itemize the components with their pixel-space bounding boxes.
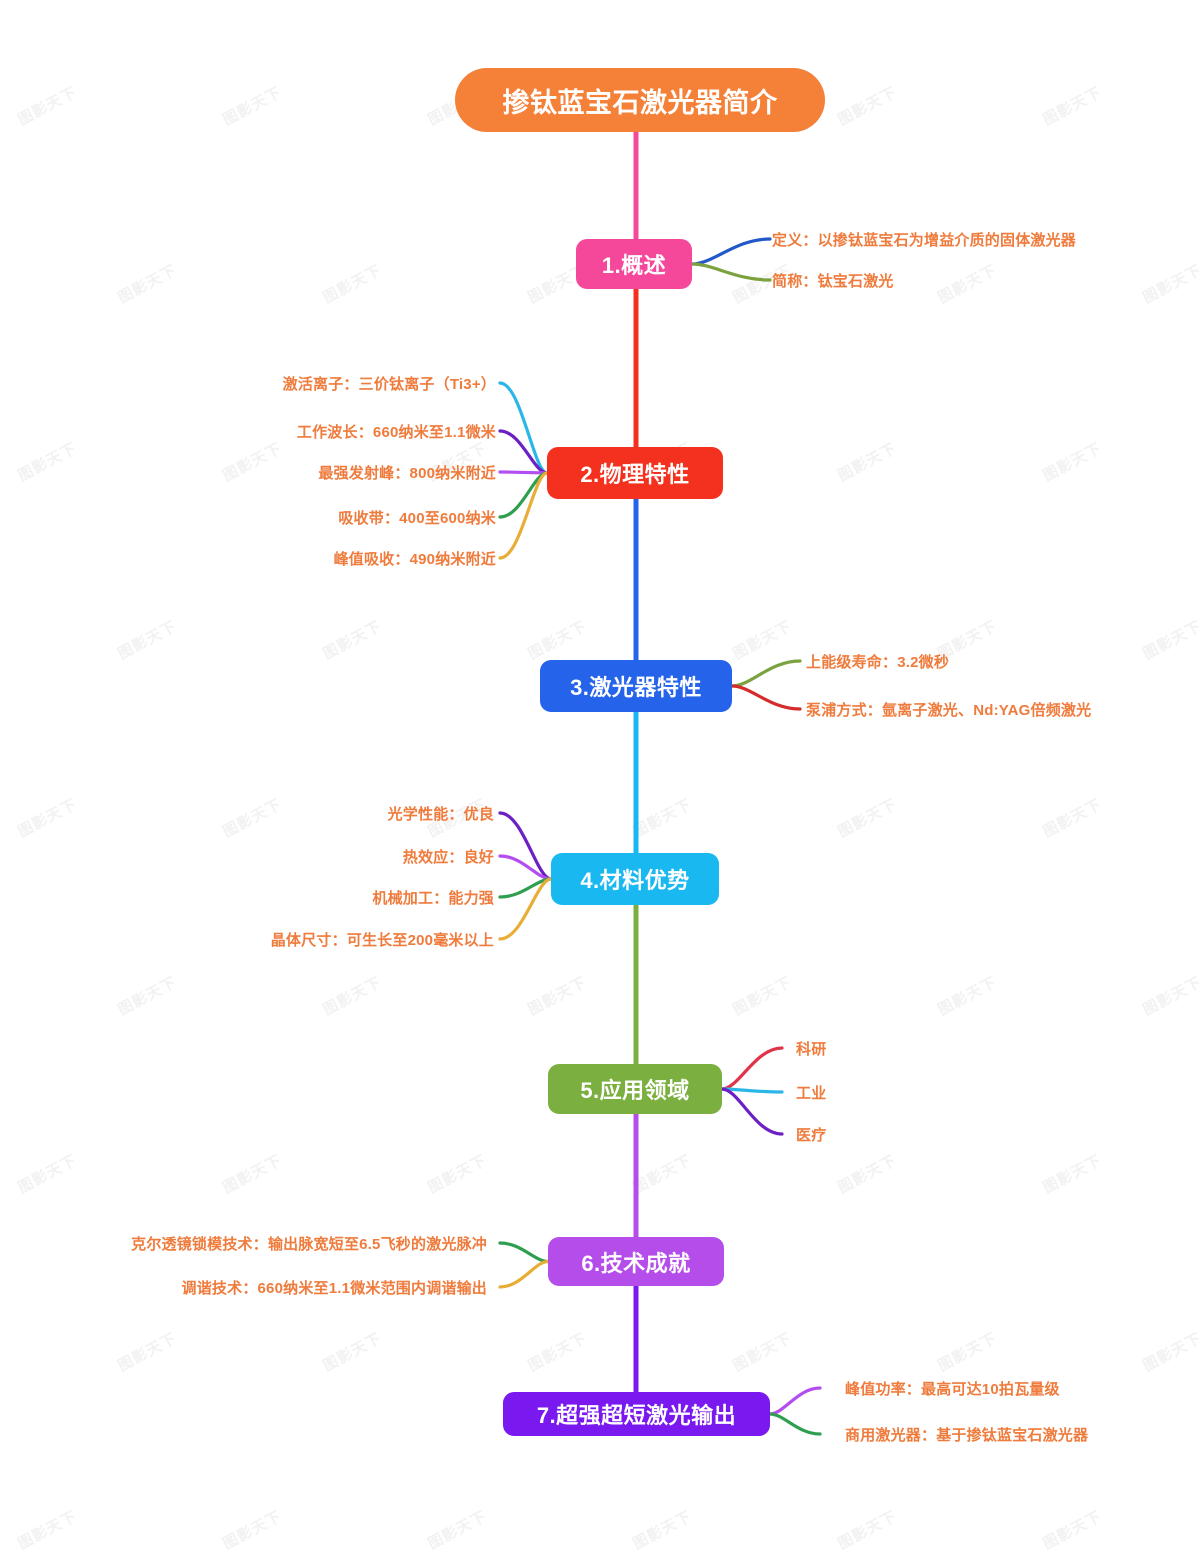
connector-line (690, 262, 772, 282)
connector-layer (498, 129, 822, 1436)
leaf-label: 调谐技术：660纳米至1.1微米范围内调谐输出 (181, 1280, 487, 1297)
leaf-label: 克尔透镜锁模技术：输出脉宽短至6.5飞秒的激光脉冲 (131, 1236, 487, 1253)
root-node-label: 掺钛蓝宝石激光器简介 (502, 87, 778, 118)
connector-line (498, 811, 553, 881)
root-node[interactable]: 掺钛蓝宝石激光器简介 (455, 68, 825, 132)
connector-line (498, 470, 549, 475)
connector-line (498, 1241, 550, 1264)
leaf-label: 峰值功率：最高可达10拍瓦量级 (845, 1381, 1060, 1398)
leaf-label: 定义：以掺钛蓝宝石为增益介质的固体激光器 (772, 232, 1077, 249)
branch-node-7[interactable]: 7.超强超短激光输出 (503, 1392, 770, 1436)
connector-line (730, 659, 802, 688)
leaf-label: 热效应：良好 (402, 849, 494, 866)
leaf-label: 工业 (796, 1085, 827, 1102)
leaf-label: 商用激光器：基于掺钛蓝宝石激光器 (845, 1427, 1089, 1444)
connector-line (768, 1386, 822, 1416)
connector-line (498, 1259, 550, 1289)
branch-node-1[interactable]: 1.概述 (576, 239, 692, 289)
connector-line (720, 1046, 784, 1091)
leaf-label: 科研 (796, 1041, 827, 1058)
leaf-label: 简称：钛宝石激光 (772, 273, 894, 290)
leaf-label: 峰值吸收：490纳米附近 (333, 551, 496, 568)
leaf-label: 泵浦方式：氩离子激光、Nd:YAG倍频激光 (806, 702, 1092, 719)
branch-node-4[interactable]: 4.材料优势 (551, 853, 719, 905)
branch-node-label: 5.应用领域 (580, 1078, 690, 1103)
leaf-label: 吸收带：400至600纳米 (338, 510, 496, 527)
connector-line (498, 854, 553, 881)
connector-line (498, 877, 553, 941)
branch-node-6[interactable]: 6.技术成就 (548, 1237, 724, 1286)
branch-node-label: 7.超强超短激光输出 (536, 1403, 737, 1428)
leaf-label: 激活离子：三价钛离子（Ti3+） (282, 376, 496, 393)
leaf-label: 晶体尺寸：可生长至200毫米以上 (270, 932, 494, 949)
connector-line (720, 1087, 784, 1136)
branch-node-3[interactable]: 3.激光器特性 (540, 660, 732, 712)
branch-node-label: 4.材料优势 (580, 868, 690, 893)
connector-line (498, 471, 549, 560)
mindmap-canvas: 图影天下图影天下图影天下图影天下图影天下图影天下图影天下图影天下图影天下图影天下… (15, 68, 1200, 1553)
branch-node-5[interactable]: 5.应用领域 (548, 1064, 722, 1114)
branch-node-label: 1.概述 (601, 253, 667, 278)
branch-node-label: 3.激光器特性 (570, 675, 702, 700)
leaf-label: 医疗 (796, 1127, 827, 1144)
connector-line (730, 684, 802, 711)
leaf-label: 工作波长：660纳米至1.1微米 (296, 424, 496, 441)
branch-node-2[interactable]: 2.物理特性 (547, 447, 723, 499)
connector-line (690, 237, 772, 266)
leaf-label: 上能级寿命：3.2微秒 (806, 654, 950, 671)
leaf-label: 最强发射峰：800纳米附近 (318, 465, 496, 482)
connector-line (498, 381, 549, 475)
leaf-label: 机械加工：能力强 (372, 890, 494, 907)
branch-node-label: 2.物理特性 (580, 462, 690, 487)
leaf-label: 光学性能：优良 (387, 806, 494, 823)
connector-line (768, 1412, 822, 1436)
branch-node-label: 6.技术成就 (581, 1250, 691, 1276)
